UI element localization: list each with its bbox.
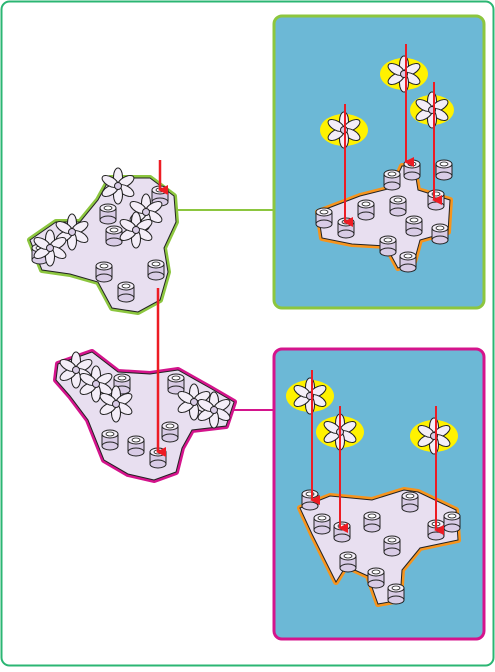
top-callout-base-icon: [315, 159, 453, 273]
bottom-callout-flower-1-icon: [286, 377, 334, 415]
bottom-callout: [272, 347, 486, 641]
top-callout: [272, 14, 486, 310]
upper-assembly-icon: [27, 167, 179, 315]
top-callout-flower-3-icon: [410, 91, 454, 129]
top-callout-flower-2-icon: [380, 55, 428, 93]
lower-assembly-icon: [53, 349, 237, 483]
bottom-callout-flower-3-icon: [410, 417, 458, 455]
